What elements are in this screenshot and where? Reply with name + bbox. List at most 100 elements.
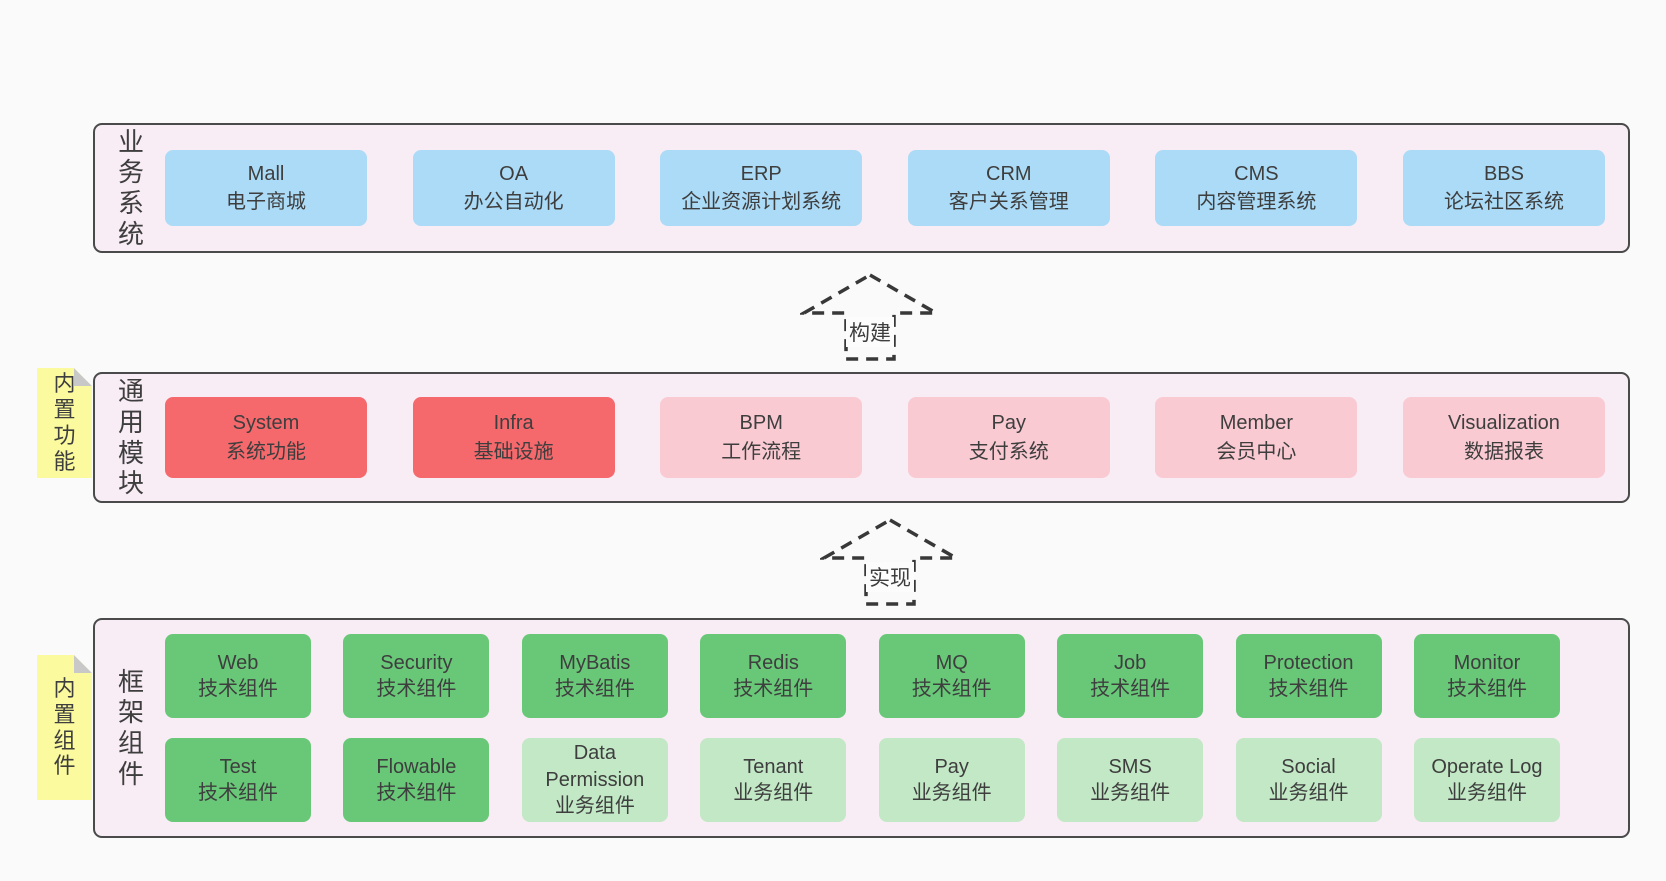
box-name: ERP <box>740 162 782 185</box>
sticky-note-builtin-components: 内置组件 <box>37 655 92 800</box>
box-desc: 系统功能 <box>226 440 306 463</box>
module-box: Visualization 数据报表 <box>1402 397 1605 478</box>
dashed-up-arrow-icon <box>820 517 960 606</box>
box-name: Operate Log <box>1431 755 1543 778</box>
box-desc: 技术组件 <box>911 678 992 700</box>
box-desc: 业务组件 <box>733 782 814 804</box>
section-framework-components: 框架组件 Web 技术组件 Security 技术组件 MyBati <box>93 618 1630 838</box>
arrow-up-build: 构建 <box>800 271 940 363</box>
box-name: Protection <box>1263 651 1354 674</box>
business-system-box: BBS 论坛社区系统 <box>1402 150 1605 226</box>
box-name: MyBatis <box>559 651 631 674</box>
folded-corner-icon <box>74 368 92 386</box>
business-system-box: ERP 企业资源计划系统 <box>660 150 863 226</box>
box-desc: 数据报表 <box>1463 440 1544 463</box>
box-desc: 技术组件 <box>1090 678 1171 700</box>
box-desc: 客户关系管理 <box>948 191 1069 213</box>
arrow-up-implement: 实现 <box>820 516 960 608</box>
box-desc: 业务组件 <box>1090 782 1171 804</box>
component-box: Protection 技术组件 <box>1235 634 1382 718</box>
arrow-label: 实现 <box>866 562 914 592</box>
box-desc: 业务组件 <box>911 782 992 804</box>
component-box: Pay 业务组件 <box>878 738 1025 822</box>
common-modules-row: System 系统功能 Infra 基础设施 BPM 工作流程 Pay 支付系统 <box>153 374 1628 501</box>
box-name: BBS <box>1483 162 1524 185</box>
box-desc: 办公自动化 <box>463 191 564 213</box>
box-desc: 技术组件 <box>198 782 278 804</box>
box-name: Redis <box>747 651 799 674</box>
component-box: Social 业务组件 <box>1235 738 1382 822</box>
arrow-label: 构建 <box>846 317 894 347</box>
box-desc: 技术组件 <box>1446 678 1527 700</box>
components-row-2: Test 技术组件 Flowable 技术组件 Data Permission … <box>165 738 1560 822</box>
box-desc: 技术组件 <box>198 678 278 700</box>
box-desc: 内容管理系统 <box>1196 191 1317 213</box>
sticky-note-builtin-features: 内置功能 <box>37 368 92 478</box>
box-name: Data Permission <box>545 742 645 791</box>
business-system-box: CMS 内容管理系统 <box>1155 150 1358 226</box>
component-box: Web 技术组件 <box>165 634 311 718</box>
box-desc: 技术组件 <box>554 678 635 700</box>
box-desc: 工作流程 <box>721 440 802 463</box>
box-name: Pay <box>934 755 969 778</box>
section-label: 业务系统 <box>118 126 145 249</box>
box-name: MQ <box>935 651 968 674</box>
box-name: Mall <box>247 162 285 185</box>
box-desc: 技术组件 <box>733 678 814 700</box>
box-name: Security <box>380 651 453 674</box>
section-common-modules: 通用模块 System 系统功能 Infra 基础设施 BPM 工作流程 <box>93 372 1630 503</box>
folded-corner-icon <box>74 655 92 673</box>
box-desc: 业务组件 <box>554 795 635 818</box>
box-name: CMS <box>1234 162 1279 185</box>
module-box: Infra 基础设施 <box>412 397 615 478</box>
note-label: 内置功能 <box>53 371 76 474</box>
box-name: Visualization <box>1448 412 1560 435</box>
module-box: Pay 支付系统 <box>907 397 1110 478</box>
business-system-box: Mall 电子商城 <box>165 150 367 226</box>
component-box: SMS 业务组件 <box>1057 738 1204 822</box>
box-name: Social <box>1281 755 1336 778</box>
box-desc: 技术组件 <box>376 782 457 804</box>
section-label: 框架组件 <box>118 666 145 789</box>
component-box: Security 技术组件 <box>343 634 490 718</box>
component-box: Operate Log 业务组件 <box>1413 738 1560 822</box>
component-box: Redis 技术组件 <box>700 634 847 718</box>
business-systems-row: Mall 电子商城 OA 办公自动化 ERP 企业资源计划系统 CRM 客户关系… <box>153 125 1628 251</box>
component-box: MyBatis 技术组件 <box>521 634 668 718</box>
module-box: System 系统功能 <box>165 397 367 478</box>
box-name: Infra <box>493 412 534 435</box>
module-box: BPM 工作流程 <box>660 397 863 478</box>
box-desc: 支付系统 <box>968 440 1049 463</box>
box-desc: 业务组件 <box>1446 782 1527 804</box>
dashed-up-arrow-icon <box>800 272 940 361</box>
section-label: 通用模块 <box>118 376 145 499</box>
box-name: System <box>232 412 300 435</box>
box-name: OA <box>499 162 529 185</box>
box-desc: 基础设施 <box>473 440 554 463</box>
component-box: Data Permission 业务组件 <box>521 738 668 822</box>
box-name: Flowable <box>376 755 457 778</box>
box-name: BPM <box>739 412 783 435</box>
box-name: Pay <box>991 412 1027 435</box>
components-row-1: Web 技术组件 Security 技术组件 MyBatis 技术组件 <box>165 634 1560 718</box>
section-business-systems: 业务系统 Mall 电子商城 OA 办公自动化 ERP 企业资源计划系统 <box>93 123 1630 253</box>
component-box: Tenant 业务组件 <box>700 738 847 822</box>
box-desc: 会员中心 <box>1216 440 1297 463</box>
business-system-box: CRM 客户关系管理 <box>907 150 1110 226</box>
box-desc: 技术组件 <box>1268 678 1349 700</box>
box-desc: 技术组件 <box>376 678 457 700</box>
framework-components-grid: Web 技术组件 Security 技术组件 MyBatis 技术组件 <box>153 620 1628 836</box>
box-desc: 业务组件 <box>1268 782 1349 804</box>
box-name: CRM <box>986 162 1032 185</box>
component-box: Job 技术组件 <box>1057 634 1204 718</box>
component-box: MQ 技术组件 <box>878 634 1025 718</box>
box-name: SMS <box>1108 755 1152 778</box>
box-name: Job <box>1113 651 1147 674</box>
module-box: Member 会员中心 <box>1155 397 1358 478</box>
box-name: Web <box>217 651 259 674</box>
box-desc: 论坛社区系统 <box>1443 191 1564 213</box>
component-box: Test 技术组件 <box>165 738 311 822</box>
business-system-box: OA 办公自动化 <box>412 150 615 226</box>
component-box: Monitor 技术组件 <box>1413 634 1560 718</box>
